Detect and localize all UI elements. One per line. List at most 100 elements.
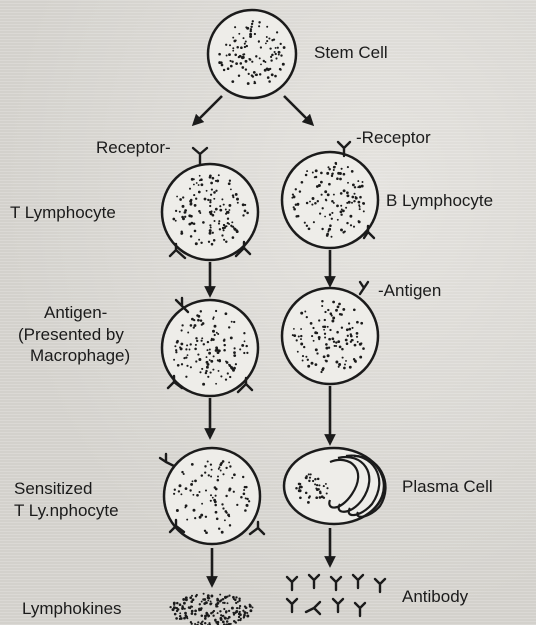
stipple-dot: [217, 476, 219, 478]
stipple-dot: [226, 512, 228, 514]
stipple-dot: [269, 68, 271, 70]
stipple-dot: [181, 329, 183, 331]
stipple-dot: [187, 332, 189, 334]
stipple-dot: [320, 371, 322, 373]
stipple-dot: [219, 209, 222, 212]
stipple-dot: [229, 487, 232, 490]
stipple-dot: [207, 199, 209, 201]
stipple-dot: [302, 360, 304, 362]
stipple-dot: [189, 188, 191, 190]
stipple-dot: [201, 503, 203, 505]
stipple-dot: [348, 328, 351, 331]
stipple-dot: [223, 229, 225, 231]
stipple-dot: [194, 230, 197, 233]
stipple-dot: [345, 339, 348, 342]
stipple-dot: [318, 184, 321, 187]
stipple-dot: [352, 183, 355, 186]
stipple-dot: [321, 228, 323, 230]
stipple-dot: [333, 202, 335, 204]
stipple-dot: [174, 345, 176, 347]
stipple-dot: [186, 519, 188, 521]
stipple-dot: [243, 614, 246, 617]
stipple-dot: [268, 37, 270, 39]
stipple-dot: [175, 220, 177, 222]
stipple-dot: [323, 497, 325, 499]
stipple-dot: [337, 219, 339, 221]
sensitized-label-2: T Ly.nphocyte: [14, 501, 119, 520]
stipple-dot: [236, 46, 239, 49]
stipple-dot: [176, 509, 179, 512]
stipple-dot: [335, 361, 338, 364]
stipple-dot: [200, 242, 202, 244]
stipple-dot: [240, 62, 243, 65]
stipple-dot: [355, 361, 357, 363]
stem-cell-label: Stem Cell: [314, 43, 388, 62]
stipple-dot: [244, 204, 246, 206]
stipple-dot: [295, 215, 298, 218]
stipple-dot: [185, 598, 188, 601]
stipple-dot: [325, 199, 327, 201]
stipple-dot: [214, 220, 216, 222]
stipple-dot: [225, 209, 227, 211]
stipple-dot: [198, 191, 201, 194]
stipple-dot: [193, 509, 196, 512]
stipple-dot: [303, 346, 305, 348]
stipple-dot: [201, 601, 203, 603]
stipple-dot: [346, 342, 349, 345]
stipple-dot: [280, 54, 282, 56]
stipple-dot: [340, 211, 343, 214]
stipple-dot: [242, 476, 244, 478]
stipple-dot: [207, 341, 209, 343]
stipple-dot: [212, 232, 214, 234]
stipple-dot: [231, 477, 233, 479]
stipple-dot: [228, 326, 230, 328]
stipple-dot: [326, 234, 329, 237]
stipple-dot: [340, 192, 343, 195]
stipple-dot: [343, 189, 346, 192]
stipple-dot: [306, 225, 308, 227]
stipple-dot: [327, 166, 329, 168]
stipple-dot: [304, 311, 306, 313]
stipple-dot: [319, 497, 321, 499]
stipple-dot: [243, 214, 245, 216]
stipple-dot: [248, 73, 250, 75]
stipple-dot: [228, 515, 230, 517]
stipple-dot: [266, 36, 268, 38]
stipple-dot: [173, 606, 175, 608]
stipple-dot: [300, 335, 302, 337]
lymphokines-cloud: [169, 593, 253, 625]
stipple-dot: [298, 483, 301, 486]
stipple-dot: [342, 231, 344, 233]
stipple-dot: [214, 619, 217, 622]
stipple-dot: [179, 603, 182, 606]
stipple-dot: [329, 329, 331, 331]
stipple-dot: [220, 375, 222, 377]
stipple-dot: [219, 228, 221, 230]
stipple-dot: [210, 463, 212, 465]
stipple-dot: [225, 312, 228, 315]
stipple-dot: [254, 82, 256, 84]
stipple-dot: [209, 232, 212, 235]
stipple-dot: [210, 500, 212, 502]
stipple-dot: [233, 597, 235, 599]
stipple-dot: [350, 341, 352, 343]
stipple-dot: [305, 174, 308, 177]
stipple-dot: [275, 57, 277, 59]
stipple-dot: [199, 603, 201, 605]
stipple-dot: [359, 206, 361, 208]
stipple-dot: [169, 606, 171, 608]
stipple-dot: [208, 622, 210, 624]
stipple-dot: [209, 201, 211, 203]
stipple-dot: [205, 489, 207, 491]
stipple-dot: [243, 352, 245, 354]
stipple-dot: [184, 216, 186, 218]
stipple-dot: [210, 210, 212, 212]
stipple-dot: [234, 54, 237, 57]
stipple-dot: [210, 595, 213, 598]
stipple-dot: [236, 607, 238, 609]
stipple-dot: [269, 47, 271, 49]
stipple-dot: [245, 345, 247, 347]
stipple-dot: [222, 473, 224, 475]
stipple-dot: [185, 356, 187, 358]
stipple-dot: [328, 338, 331, 341]
